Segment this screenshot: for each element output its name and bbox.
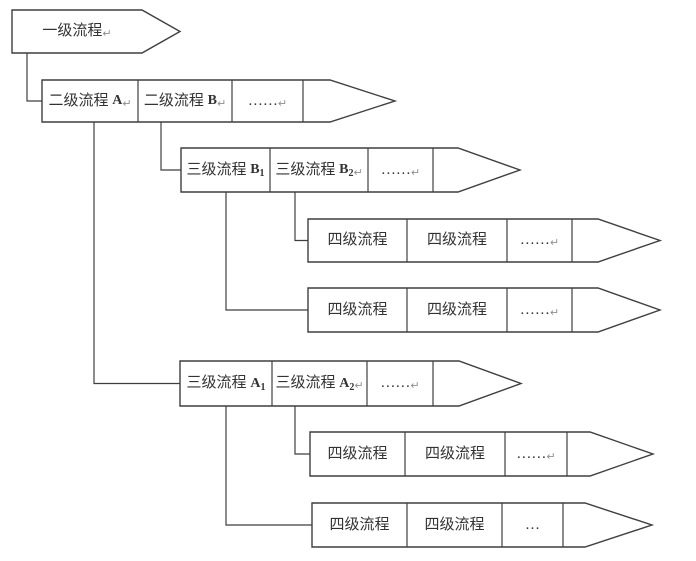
level-4-cell: 四级流程 — [407, 219, 507, 262]
cell-text: 四级流程 — [327, 301, 388, 318]
level-4-cell: 四级流程 — [312, 503, 407, 547]
level-4-cell: 四级流程 — [407, 288, 507, 332]
cell-text: …… — [380, 375, 411, 391]
cell-subscript: 2 — [348, 168, 354, 179]
level-4-cell: 四级流程 — [405, 432, 505, 476]
cell-text: 二级流程 — [143, 92, 208, 109]
level-1-cell: 一级流程↵ — [12, 10, 142, 53]
return-mark-icon: ↵ — [277, 96, 288, 110]
level-4-cell: 四级流程 — [308, 288, 407, 332]
level-4-cell-ellipsis: ……↵ — [507, 219, 572, 262]
cell-letter: A — [250, 375, 261, 391]
level-3-B-arrow-shape — [180, 147, 523, 193]
cell-text: …… — [380, 161, 411, 178]
connector-level3B1-to-level4 — [225, 192, 308, 311]
cell-letter: B — [207, 93, 217, 108]
cell-letter: A — [339, 375, 350, 391]
return-mark-icon: ↵ — [102, 27, 112, 40]
cell-text: 三级流程 — [186, 161, 251, 178]
cell-subscript: 1 — [259, 168, 265, 179]
connector-level1-to-level2 — [26, 53, 42, 102]
cell-letter: A — [112, 93, 123, 108]
cell-dividers — [137, 80, 573, 547]
cell-text: 四级流程 — [424, 445, 485, 462]
level-3-cell-ellipsis: ……↵ — [368, 148, 433, 192]
level-4-cell-ellipsis: … — [502, 503, 563, 547]
level-2-cell-B: 二级流程 B↵ — [138, 80, 232, 122]
cell-text: 四级流程 — [329, 516, 390, 533]
cell-letter: B — [339, 162, 349, 177]
cell-text: 三级流程 — [275, 161, 340, 178]
connector-level3A1-to-level4 — [225, 406, 312, 526]
return-mark-icon: ↵ — [354, 379, 364, 392]
cell-text: 三级流程 — [186, 375, 251, 391]
connector-level3A2-to-level4 — [294, 406, 310, 455]
level-2-cell-A: 二级流程 A↵ — [42, 80, 138, 122]
level-2-cell-ellipsis: ……↵ — [232, 80, 303, 122]
cell-text: …… — [519, 301, 550, 318]
connector-level2B-to-level3B — [160, 122, 181, 171]
connectors — [26, 53, 312, 526]
return-mark-icon: ↵ — [216, 96, 227, 110]
cell-text: 一级流程 — [42, 23, 103, 39]
level-3-cell-ellipsis: ……↵ — [367, 361, 433, 406]
return-mark-icon: ↵ — [122, 96, 132, 110]
level-4-cell-ellipsis: ……↵ — [505, 432, 567, 476]
cell-subscript: 1 — [260, 381, 266, 393]
level-4-cell: 四级流程 — [310, 432, 405, 476]
cell-text: 四级流程 — [426, 301, 487, 318]
cell-text: 四级流程 — [424, 516, 485, 533]
level-4-cell: 四级流程 — [308, 219, 407, 262]
return-mark-icon: ↵ — [410, 165, 421, 179]
cell-text: …… — [519, 232, 550, 248]
cell-text: 四级流程 — [426, 232, 487, 248]
return-mark-icon: ↵ — [546, 449, 556, 463]
level-1-arrow-shape — [11, 9, 182, 54]
return-mark-icon: ↵ — [549, 236, 560, 249]
cell-text: 四级流程 — [327, 232, 388, 248]
level-3-A-arrow-shape — [179, 360, 524, 407]
cell-letter: B — [250, 162, 260, 177]
return-mark-icon: ↵ — [353, 165, 363, 179]
level-2-arrow-shape — [41, 79, 398, 123]
connector-level2A-to-level3A — [93, 122, 180, 385]
cell-text: 二级流程 — [48, 92, 113, 109]
level-4-cell-ellipsis: ……↵ — [507, 288, 572, 332]
return-mark-icon: ↵ — [410, 379, 420, 392]
level-4-A1-arrow-shape — [311, 502, 655, 548]
return-mark-icon: ↵ — [549, 305, 560, 319]
cell-text: …… — [247, 92, 278, 109]
connector-level3B2-to-level4 — [294, 192, 308, 242]
cell-text: 三级流程 — [275, 375, 340, 391]
cell-subscript: 2 — [349, 381, 355, 393]
cell-text: … — [525, 516, 540, 533]
cell-text: 四级流程 — [327, 445, 388, 462]
cell-text: …… — [516, 445, 547, 462]
level-4-cell: 四级流程 — [407, 503, 502, 547]
